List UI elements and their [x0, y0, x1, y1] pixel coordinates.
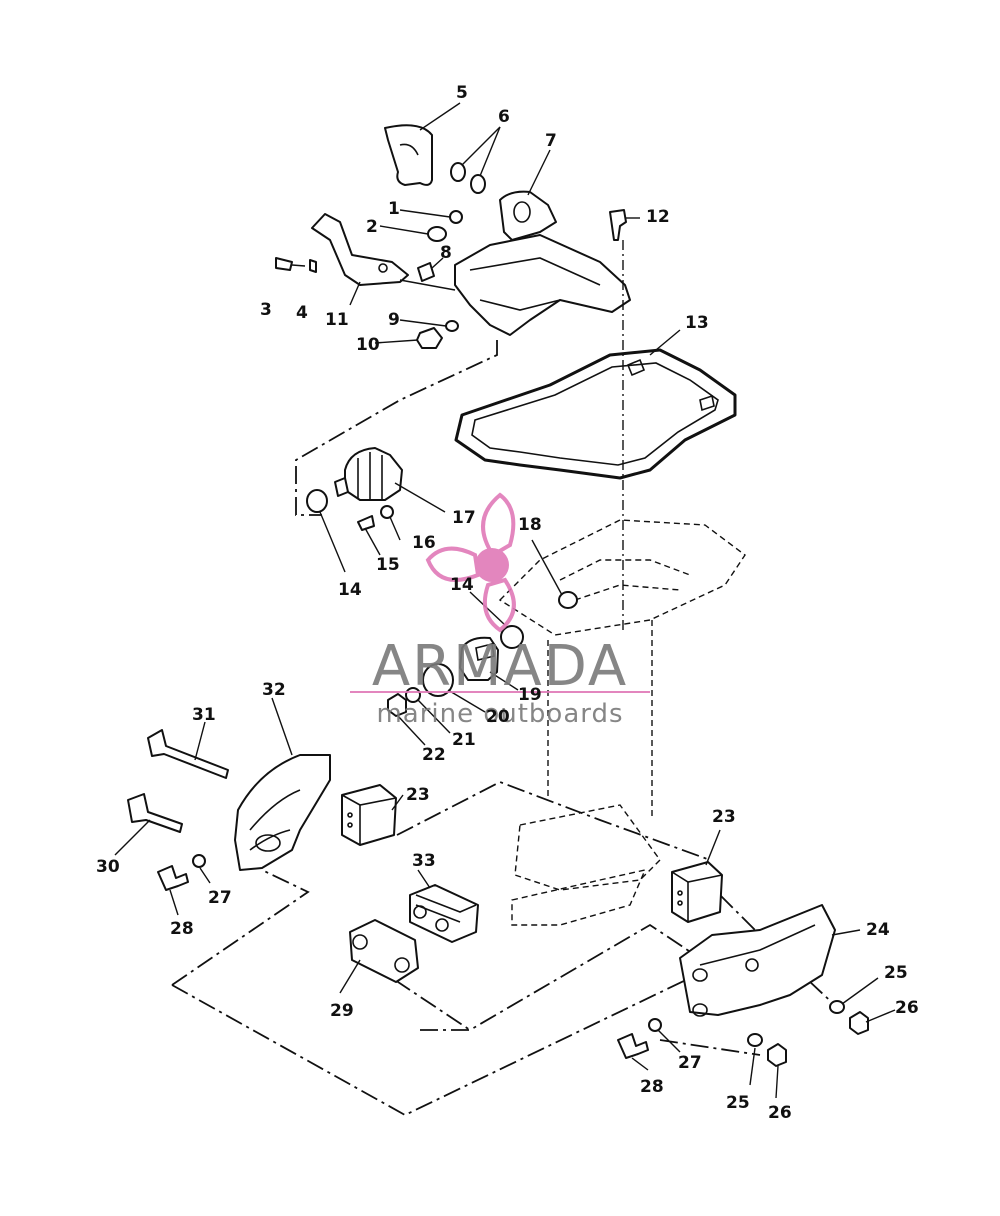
- callout-24: 24: [866, 920, 890, 940]
- bushing-6b: [470, 174, 486, 194]
- mount-33: [409, 884, 479, 943]
- callout-25b: 25: [726, 1093, 750, 1113]
- washer-20: [422, 663, 454, 697]
- washer-1: [449, 210, 463, 224]
- lever-arm-11: [311, 213, 409, 286]
- callout-8: 8: [440, 243, 452, 263]
- callout-27a: 27: [208, 888, 232, 908]
- callout-16: 16: [412, 533, 436, 553]
- callout-29: 29: [330, 1001, 354, 1021]
- lower-mount-stack: [387, 591, 578, 717]
- callout-30: 30: [96, 857, 120, 877]
- bolt-30: [127, 793, 183, 833]
- mount-plate: [454, 234, 631, 336]
- watermark-brand: ARMADA: [372, 634, 628, 699]
- callout-26b: 26: [768, 1103, 792, 1123]
- callout-19: 19: [518, 685, 542, 705]
- pin-8: [417, 262, 435, 282]
- block-23b: [671, 861, 723, 923]
- callout-25a: 25: [884, 963, 908, 983]
- armada-watermark: ARMADA marine outboards: [350, 492, 650, 729]
- watermark-tagline: marine outboards: [376, 699, 623, 729]
- driveshaft-housing: [498, 240, 746, 926]
- rubber-blocks-23: [341, 784, 723, 923]
- screw-3: [275, 257, 293, 271]
- washer-27b: [648, 1018, 662, 1032]
- callout-9: 9: [388, 310, 400, 330]
- callout-13: 13: [685, 313, 709, 333]
- mount-19: [459, 636, 499, 681]
- bushing-6a: [450, 162, 466, 182]
- screw-28b: [617, 1033, 649, 1059]
- mount-block-7: [499, 190, 557, 241]
- upper-mount-bracket: [275, 124, 631, 349]
- callout-28b: 28: [640, 1077, 664, 1097]
- bolt-12: [609, 209, 627, 241]
- callout-27b: 27: [678, 1053, 702, 1073]
- screw-15: [357, 515, 375, 531]
- washer-14b: [500, 625, 524, 649]
- mount-29: [349, 919, 419, 983]
- block-23a: [341, 784, 397, 846]
- callout-17: 17: [452, 508, 476, 528]
- callout-4: 4: [296, 303, 308, 323]
- callout-11: 11: [325, 310, 349, 330]
- washer-25a: [829, 1000, 845, 1014]
- callout-22: 22: [422, 745, 446, 765]
- nut-10: [416, 327, 443, 349]
- callout-12: 12: [646, 207, 670, 227]
- callout-18: 18: [518, 515, 542, 535]
- nut-18: [558, 591, 578, 609]
- callout-23b: 23: [712, 807, 736, 827]
- lower-bracket-32: [127, 729, 331, 891]
- callout-23a: 23: [406, 785, 430, 805]
- nut-22: [387, 693, 407, 717]
- propeller-icon: [425, 492, 516, 633]
- callout-31: 31: [192, 705, 216, 725]
- washer-16: [380, 505, 394, 519]
- mount-cap-5: [384, 124, 433, 186]
- washer-4: [309, 259, 317, 273]
- callout-14a: 14: [338, 580, 362, 600]
- lower-bracket-24: [617, 904, 869, 1067]
- callout-3: 3: [260, 300, 272, 320]
- callout-10: 10: [356, 335, 380, 355]
- callout-20: 20: [486, 707, 510, 727]
- callout-15: 15: [376, 555, 400, 575]
- callout-1: 1: [388, 199, 400, 219]
- callout-labels: 5 6 7 1 12 2 8 3 4 11 9 13 10 17 18 16 1…: [96, 83, 919, 1123]
- nut-2: [427, 226, 447, 242]
- callout-6: 6: [498, 107, 510, 127]
- callout-33: 33: [412, 851, 436, 871]
- rubber-mount-17: [306, 447, 403, 531]
- callout-21: 21: [452, 730, 476, 750]
- screw-28a: [157, 865, 189, 891]
- callout-26a: 26: [895, 998, 919, 1018]
- leader-lines: [114, 102, 896, 1099]
- callout-7: 7: [545, 131, 557, 151]
- callout-2: 2: [366, 217, 378, 237]
- callout-5: 5: [456, 83, 468, 103]
- callout-14b: 14: [450, 575, 474, 595]
- callout-32: 32: [262, 680, 286, 700]
- bolt-31: [147, 729, 229, 779]
- washer-27a: [192, 854, 206, 868]
- washer-14a: [306, 489, 328, 513]
- washer-9: [445, 320, 459, 332]
- callout-28a: 28: [170, 919, 194, 939]
- gasket-seal-13: [454, 348, 737, 480]
- washer-25b: [747, 1033, 763, 1047]
- nut-26b: [767, 1043, 787, 1067]
- lower-mounts-29-33: [349, 884, 479, 983]
- nut-26a: [849, 1011, 869, 1035]
